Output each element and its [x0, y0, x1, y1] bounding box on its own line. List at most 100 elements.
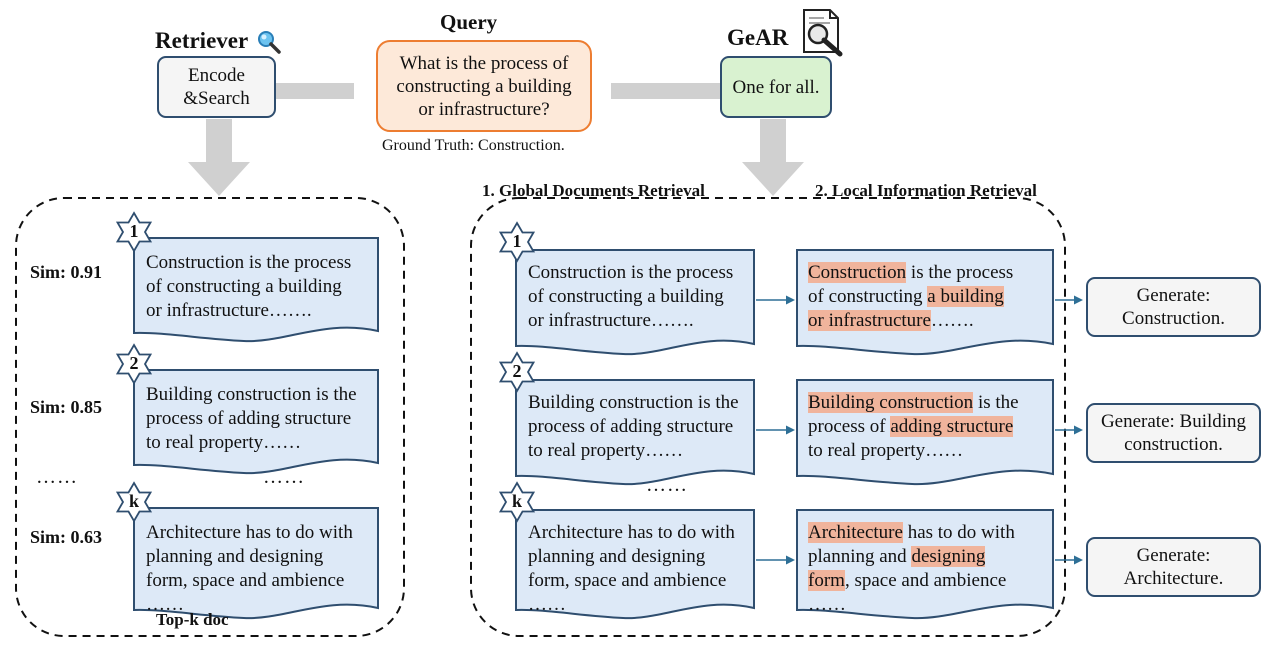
local-retrieval-label: 2. Local Information Retrieval — [815, 181, 1037, 200]
global-to-local-arrow-1 — [756, 295, 795, 305]
global-doc-3-star — [498, 481, 536, 523]
global-doc-3-rank-label: k — [511, 491, 522, 511]
global-to-local-arrow-2 — [756, 425, 795, 435]
global-doc-2-rank-label: 2 — [512, 361, 522, 381]
left-doc-1 — [133, 237, 379, 343]
left-doc-3 — [133, 507, 379, 620]
left-doc-3-rank-label: k — [128, 491, 139, 511]
left-doc-3-text-line: planning and designing — [146, 546, 324, 567]
text-span: planning and — [808, 546, 912, 567]
encode-search-box: Encode &Search — [157, 56, 276, 118]
global-doc-2-text-line: process of adding structure — [528, 416, 734, 437]
global-doc-3-text-line: Architecture has to do with — [528, 522, 735, 543]
retriever-heading: Retriever — [155, 28, 249, 53]
left-doc-3-text-line: …… — [146, 594, 184, 615]
text-span: to real property…… — [808, 440, 964, 461]
local-doc-1-text-line: Construction is the process — [808, 261, 1013, 285]
text-span: ……. — [930, 310, 974, 331]
text-span: of constructing — [808, 286, 928, 307]
global-doc-2-star — [498, 351, 536, 393]
generate-box-1: Generate: Construction. — [1086, 277, 1261, 337]
global-doc-3-text-line: form, space and ambience — [528, 570, 727, 591]
generate-box-2: Generate: Building construction. — [1086, 403, 1261, 463]
similarity-score-1: Sim: 0.91 — [30, 262, 102, 282]
local-doc-3-text-line: planning and designing — [808, 545, 986, 569]
rank-stars — [115, 211, 536, 523]
left-doc-1-star — [115, 211, 153, 253]
left-doc-3-text-line: form, space and ambience — [146, 570, 345, 591]
text-span: , space and ambience — [844, 570, 1007, 591]
local-doc-1-text-line: or infrastructure……. — [808, 309, 974, 333]
global-doc-3 — [515, 509, 755, 620]
retriever-query-bar — [276, 83, 354, 99]
local-doc-3-text-line: form, space and ambience — [808, 569, 1006, 593]
query-heading: Query — [440, 10, 498, 34]
left-doc-1-rank-label: 1 — [129, 221, 139, 241]
left-doc-2-text-line: Building construction is the — [146, 384, 357, 405]
gear-retrieval-panel-border — [470, 197, 1066, 637]
global-doc-3-text-line: planning and designing — [528, 546, 706, 567]
retriever-down-arrow — [188, 119, 250, 196]
similarity-score-2: Sim: 0.85 — [30, 397, 102, 417]
local-doc-1-text-line: of constructing a building — [808, 285, 1004, 309]
global-doc-3-text-line: …… — [528, 594, 566, 615]
left-doc-2 — [133, 369, 379, 475]
highlighted-span: designing — [911, 546, 986, 567]
global-doc-2-text-line: Building construction is the — [528, 392, 739, 413]
left-doc-2-rank-label: 2 — [129, 353, 139, 373]
left-doc-3-text-line: Architecture has to do with — [146, 522, 353, 543]
local-to-generate-arrow-1 — [1055, 295, 1083, 305]
search-document-icon — [803, 9, 843, 57]
text-span: …… — [808, 594, 846, 615]
global-doc-2 — [515, 379, 755, 486]
local-doc-2-text-line: Building construction is the — [808, 391, 1019, 415]
global-to-local-arrow-3 — [756, 555, 795, 565]
left-ellipsis: …… — [36, 466, 78, 488]
magnifier-icon — [258, 31, 281, 54]
query-gear-bar — [611, 83, 721, 99]
global-doc-1-text-line: Construction is the process — [528, 262, 734, 283]
highlighted-span: Construction — [808, 262, 907, 283]
highlighted-span: or infrastructure — [808, 310, 931, 331]
connector-arrows — [756, 295, 1083, 565]
local-to-generate-arrow-3 — [1055, 555, 1083, 565]
local-doc-3-text-line: Architecture has to do with — [808, 521, 1015, 545]
left-ellipsis-middle: …… — [263, 466, 305, 488]
highlighted-span: adding structure — [890, 416, 1014, 437]
local-doc-3-text-line: …… — [808, 593, 846, 617]
gear-box: One for all. — [720, 56, 832, 118]
similarity-score-3: Sim: 0.63 — [30, 527, 102, 547]
top-k-panel-border — [15, 197, 405, 637]
local-doc-2-text-line: to real property…… — [808, 439, 963, 463]
left-doc-1-text-line: Construction is the process — [146, 252, 352, 273]
global-doc-1 — [515, 249, 755, 356]
highlighted-span: a building — [927, 286, 1004, 307]
local-to-generate-arrow-2 — [1055, 425, 1083, 435]
right-ellipsis: …… — [646, 474, 688, 496]
local-doc-2-text-line: process of adding structure — [808, 415, 1014, 439]
left-doc-2-text-line: to real property…… — [146, 432, 302, 453]
global-doc-1-text-line: or infrastructure……. — [528, 310, 694, 331]
text-span: is the — [973, 392, 1019, 413]
global-doc-1-star — [498, 221, 536, 263]
left-doc-3-star — [115, 481, 153, 523]
generate-box-3: Generate: Architecture. — [1086, 537, 1261, 597]
highlighted-span: Architecture — [808, 522, 903, 543]
query-box: What is the process of constructing a bu… — [376, 40, 592, 132]
global-doc-1-rank-label: 1 — [512, 231, 522, 251]
global-doc-2-text-line: to real property…… — [528, 440, 684, 461]
text-span: has to do with — [902, 522, 1015, 543]
global-doc-1-text-line: of constructing a building — [528, 286, 724, 307]
left-doc-1-text-line: or infrastructure……. — [146, 300, 312, 321]
text-span: process of — [808, 416, 891, 437]
gear-heading: GeAR — [727, 25, 789, 50]
left-doc-2-star — [115, 343, 153, 385]
highlighted-span: Building construction — [808, 392, 974, 413]
global-retrieval-label: 1. Global Documents Retrieval — [482, 181, 705, 200]
top-k-doc-label: Top-k doc — [156, 610, 229, 629]
left-doc-1-text-line: of constructing a building — [146, 276, 342, 297]
gear-down-arrow — [742, 119, 804, 196]
text-span: is the process — [906, 262, 1014, 283]
ground-truth-label: Ground Truth: Construction. — [382, 137, 565, 154]
left-doc-2-text-line: process of adding structure — [146, 408, 352, 429]
